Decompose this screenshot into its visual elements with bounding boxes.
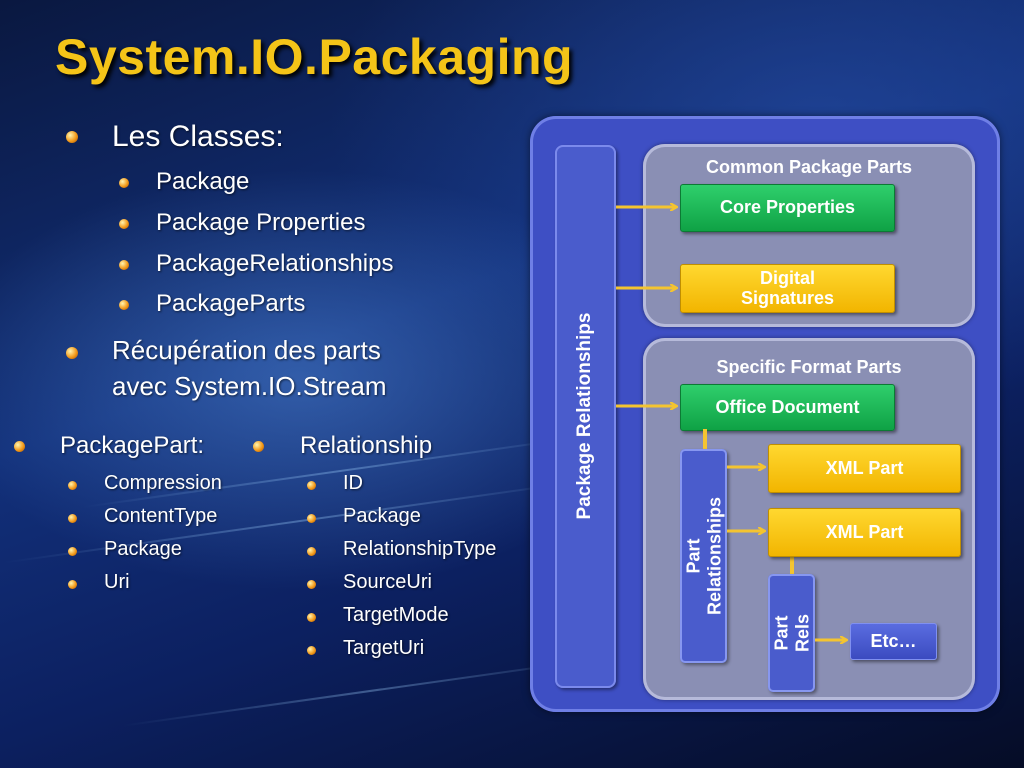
relationship-item: TargetMode [343, 604, 449, 626]
relationship-heading: Relationship [300, 432, 433, 459]
relationship-item: Package [343, 505, 421, 527]
common-package-parts-title: Common Package Parts [705, 157, 913, 177]
connector-line [703, 429, 707, 449]
core-properties-label: Core Properties [719, 197, 856, 218]
classes-item: PackageRelationships [156, 250, 394, 277]
bullet-icon [68, 481, 77, 490]
bullet-icon [68, 580, 77, 589]
bullet-icon [307, 613, 316, 622]
etc-label: Etc… [870, 630, 917, 651]
bullet-icon [307, 514, 316, 523]
classes-item: PackageParts [156, 290, 306, 317]
connector-line [790, 556, 794, 574]
xml-part-label: XML Part [825, 521, 904, 542]
office-document-label: Office Document [715, 396, 860, 417]
xml-part-box: XML Part [768, 508, 961, 557]
slide-title: System.IO.Packaging [55, 29, 574, 85]
bullet-icon [14, 441, 25, 452]
package-relationships-bar [555, 145, 616, 688]
classes-item: Package [156, 168, 250, 195]
classes-heading: Les Classes: [112, 120, 284, 153]
bullet-icon [307, 547, 316, 556]
part-rels-bar [768, 574, 815, 692]
bullet-icon [307, 481, 316, 490]
recovery-line-2: avec System.IO.Stream [112, 371, 387, 401]
bullet-icon [307, 580, 316, 589]
packagepart-item: Uri [104, 571, 130, 593]
packagepart-item: Package [104, 538, 182, 560]
relationship-item: SourceUri [343, 571, 432, 593]
recovery-line-1: Récupération des parts [112, 335, 381, 365]
xml-part-label: XML Part [825, 457, 904, 478]
bullet-icon [119, 219, 129, 229]
bullet-icon [68, 547, 77, 556]
packagepart-item: Compression [104, 472, 222, 494]
packagepart-item: ContentType [104, 505, 218, 527]
part-relationships-bar [680, 449, 727, 663]
bullet-icon [66, 347, 78, 359]
classes-item: Package Properties [156, 209, 366, 236]
bullet-icon [253, 441, 264, 452]
packagepart-heading: PackagePart: [60, 432, 205, 459]
etc-box: Etc… [850, 623, 937, 660]
core-properties-box: Core Properties [680, 184, 895, 232]
relationship-item: RelationshipType [343, 538, 497, 560]
bullet-icon [66, 131, 78, 143]
bullet-icon [68, 514, 77, 523]
office-document-box: Office Document [680, 384, 895, 431]
bullet-icon [307, 646, 316, 655]
specific-format-parts-title: Specific Format Parts [716, 357, 902, 377]
bullet-icon [119, 260, 129, 270]
digital-signatures-box: Digital Signatures [680, 264, 895, 313]
bullet-icon [119, 178, 129, 188]
relationship-item: ID [343, 472, 363, 494]
relationship-item: TargetUri [343, 637, 425, 659]
digital-signatures-line-1: Digital [759, 267, 815, 288]
digital-signatures-line-2: Signatures [740, 287, 835, 308]
xml-part-box: XML Part [768, 444, 961, 493]
bullet-icon [119, 300, 129, 310]
